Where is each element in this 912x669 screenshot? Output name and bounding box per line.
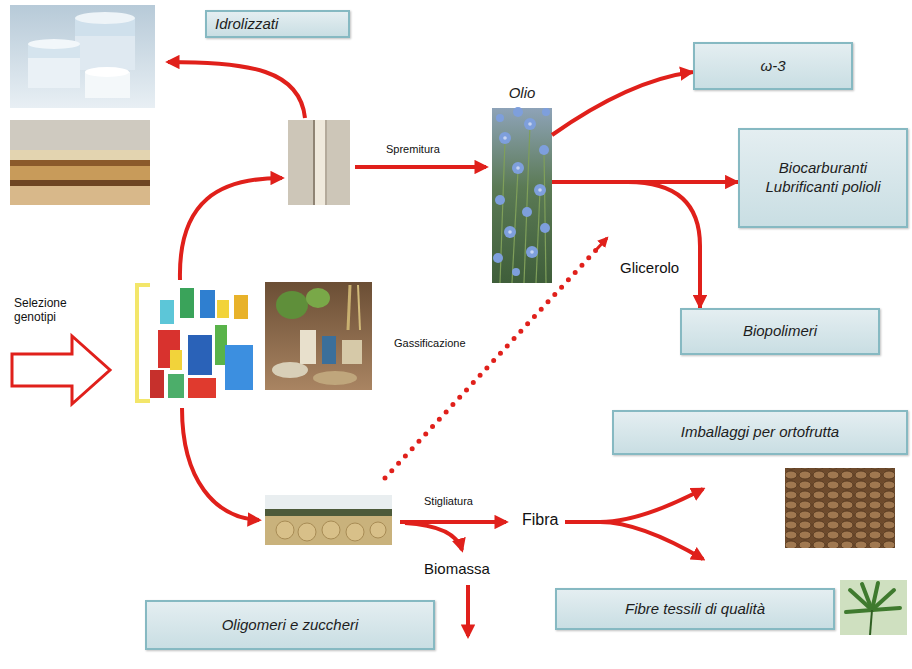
product-box: Biopolimeri <box>680 308 880 355</box>
hay-bales-photo <box>265 495 392 545</box>
seed-pellets-photo <box>785 468 895 548</box>
photo-node: Olio <box>492 84 552 283</box>
box-text: ω-3 <box>760 57 785 76</box>
box-text: Imballaggi per ortofrutta <box>681 423 839 442</box>
box-text: Biocarburanti Lubrificanti polioli <box>762 159 884 197</box>
product-box: ω-3 <box>693 42 853 90</box>
process-label: Selezione genotipi <box>14 296 86 325</box>
gasification-dotted-arrow <box>385 238 607 478</box>
process-label: Biomassa <box>424 560 490 578</box>
process-label: Gassificazione <box>394 337 466 350</box>
process-label: Spremitura <box>386 143 440 156</box>
hollow-arrow <box>12 336 110 404</box>
box-text: Biopolimeri <box>743 322 817 341</box>
wood-layers-photo <box>10 120 150 205</box>
bracket <box>137 285 150 401</box>
product-box: Fibre tessili di qualità <box>555 588 835 630</box>
product-box: Imballaggi per ortofrutta <box>612 410 908 455</box>
box-text: Olio <box>509 84 536 103</box>
cosmetic-jars-photo <box>10 5 155 108</box>
box-text: Oligomeri e zuccheri <box>222 616 359 635</box>
box-text: Idrolizzati <box>215 15 278 34</box>
colored-packages-photo <box>148 285 255 400</box>
flax-stalk-photo <box>288 120 350 205</box>
process-label: Stigliatura <box>424 495 473 508</box>
flow-arrow <box>552 182 700 308</box>
edge-label: Glicerolo <box>618 258 681 278</box>
flax-flower-photo <box>492 107 552 283</box>
process-label: Fibra <box>522 510 558 529</box>
product-box: Biocarburanti Lubrificanti polioli <box>738 128 908 228</box>
herbal-products-photo <box>265 282 372 390</box>
process-arrows <box>168 62 703 636</box>
box-text: Fibre tessili di qualità <box>625 600 765 619</box>
hemp-plant-photo <box>840 580 907 635</box>
product-box: Oligomeri e zuccheri <box>145 600 435 650</box>
flow-arrow <box>552 72 693 135</box>
product-box: Idrolizzati <box>205 10 350 38</box>
